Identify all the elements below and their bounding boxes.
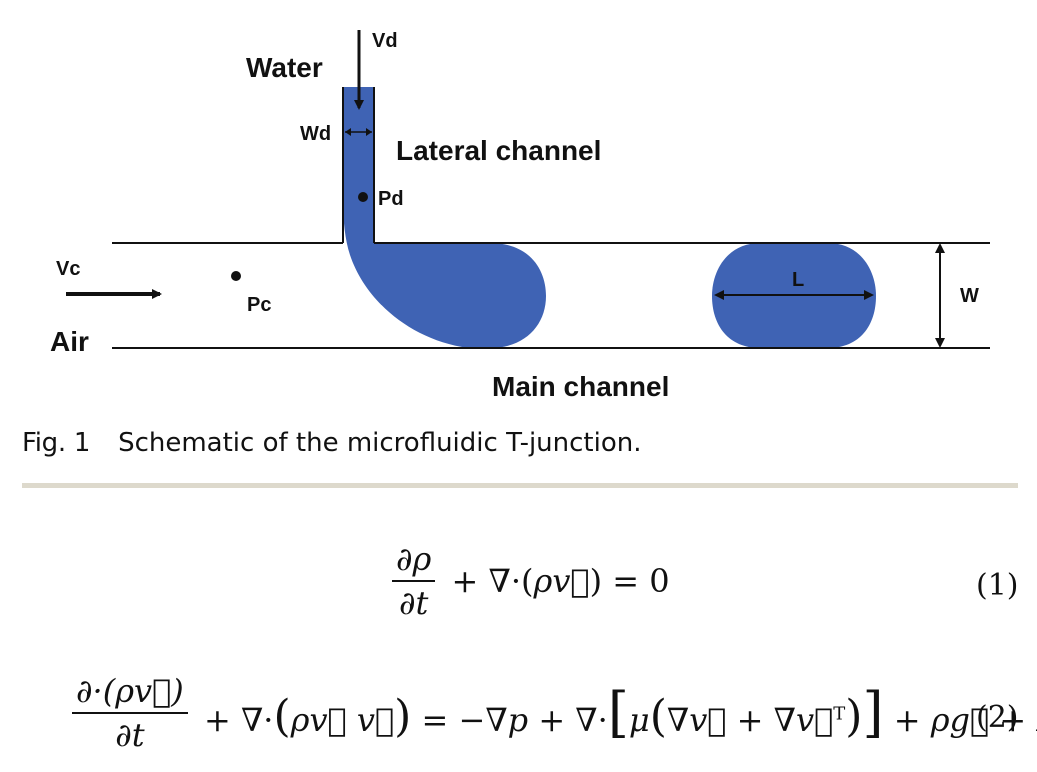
l-label: L — [792, 269, 804, 291]
water-label: Water — [246, 52, 323, 83]
equation-1: ∂ρ∂t + ∇·(ρv⃗) = 0 — [0, 540, 1037, 640]
lateral-channel-label: Lateral channel — [396, 135, 601, 166]
caption-divider — [22, 483, 1018, 488]
channel-walls — [112, 87, 990, 349]
wd-label: Wd — [300, 123, 331, 145]
caption-text: Schematic of the microfluidic T-junction… — [118, 428, 642, 458]
forming-droplet — [343, 87, 546, 348]
main-channel-label: Main channel — [492, 371, 669, 402]
equation-1-number: (1) — [976, 568, 1019, 603]
w-label: W — [960, 285, 979, 307]
pc-point — [231, 271, 241, 281]
pc-label: Pc — [247, 294, 271, 316]
vd-label: Vd — [372, 30, 398, 52]
figure-number: Fig. 1 — [22, 428, 91, 458]
vc-label: Vc — [56, 258, 80, 280]
figure-caption: Fig. 1 Schematic of the microfluidic T-ju… — [22, 428, 642, 458]
equation-2-number: (2) — [976, 700, 1019, 735]
t-junction-schematic: Water Vd Wd Lateral channel Pd Vc Pc Air… — [50, 30, 990, 402]
air-label: Air — [50, 326, 89, 357]
equation-2: ∂·(ρv⃗)∂t + ∇·(ρv⃗ v⃗) = −∇p + ∇·[μ(∇v⃗ … — [0, 672, 1037, 772]
pd-point — [358, 192, 368, 202]
pd-label: Pd — [378, 188, 404, 210]
